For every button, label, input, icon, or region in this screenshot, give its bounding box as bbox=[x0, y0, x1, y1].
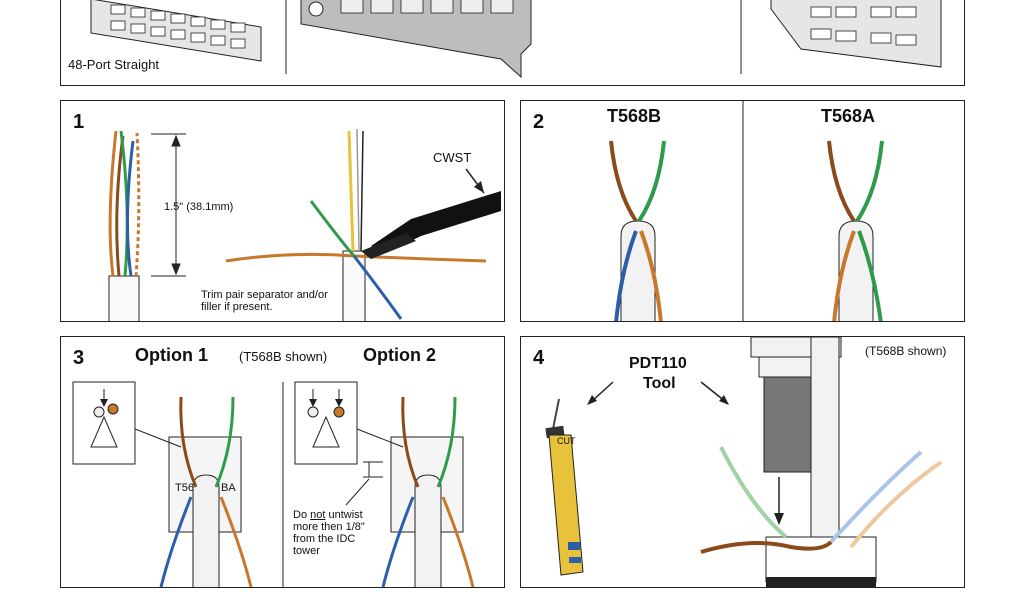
step4-panel: 4 PDT110 Tool (T568B shown) bbox=[520, 336, 965, 588]
angled-patch-panel-left bbox=[90, 0, 262, 62]
step2-illustration bbox=[609, 101, 884, 321]
step2-panel: 2 T568B T568A bbox=[520, 100, 965, 322]
measurement-bracket bbox=[151, 133, 186, 277]
inset-detail-option1 bbox=[72, 381, 136, 465]
connector-label-left: T56 bbox=[175, 482, 194, 494]
trim-note-line1: Trim pair separator and/or bbox=[201, 289, 328, 301]
cable-jacket bbox=[342, 250, 366, 321]
tool-cut-text: CUT bbox=[557, 436, 576, 446]
cwst-cutter-tool bbox=[361, 168, 501, 259]
tool-title-line2: Tool bbox=[643, 375, 676, 392]
inset-detail-option2 bbox=[294, 381, 358, 465]
t568a-title: T568A bbox=[821, 106, 876, 126]
keystone-connector-option1 bbox=[134, 396, 253, 587]
keystone-connector-option2 bbox=[345, 396, 475, 587]
step1-illustration bbox=[108, 128, 501, 321]
punch-down-tool bbox=[545, 398, 584, 576]
t568b-shown-label: (T568B shown) bbox=[865, 344, 947, 358]
fanned-pairs bbox=[225, 128, 487, 320]
t568b-title: T568B bbox=[607, 106, 662, 126]
t568a-wiring bbox=[827, 140, 884, 321]
cable-jacket bbox=[108, 275, 140, 321]
untwist-note: Do not untwist more then 1/8" from the I… bbox=[293, 509, 365, 557]
step3-panel: 3 Option 1 (T568B shown) Option 2 bbox=[60, 336, 505, 588]
trim-note-line2: filler if present. bbox=[201, 301, 273, 313]
step4-illustration bbox=[545, 337, 943, 587]
measurement-label: 1.5" (38.1mm) bbox=[164, 201, 234, 213]
tool-title-line1: PDT110 bbox=[629, 355, 687, 372]
terminal-block bbox=[700, 446, 943, 587]
tool-label: CWST bbox=[433, 150, 472, 165]
top-strip-caption: 48-Port Straight bbox=[68, 57, 160, 72]
option1-title: Option 1 bbox=[135, 345, 208, 365]
top-strip-panel: 48-Port Straight bbox=[60, 0, 965, 86]
patch-panel-illustrations bbox=[90, 0, 942, 79]
angled-patch-panel-right bbox=[770, 0, 942, 68]
t568b-shown-label: (T568B shown) bbox=[239, 349, 328, 364]
step-number: 3 bbox=[73, 347, 85, 369]
step-number: 4 bbox=[533, 347, 545, 369]
step1-panel: 1 bbox=[60, 100, 505, 322]
connector-label-right: BA bbox=[221, 482, 236, 494]
punch-head bbox=[750, 337, 842, 538]
step-number: 1 bbox=[73, 111, 85, 133]
t568b-wiring bbox=[609, 140, 666, 321]
straight-patch-panel-center bbox=[300, 0, 532, 79]
step3-illustration bbox=[72, 381, 475, 587]
cable-wires bbox=[108, 130, 141, 277]
option2-title: Option 2 bbox=[363, 345, 436, 365]
step-number: 2 bbox=[533, 111, 545, 133]
